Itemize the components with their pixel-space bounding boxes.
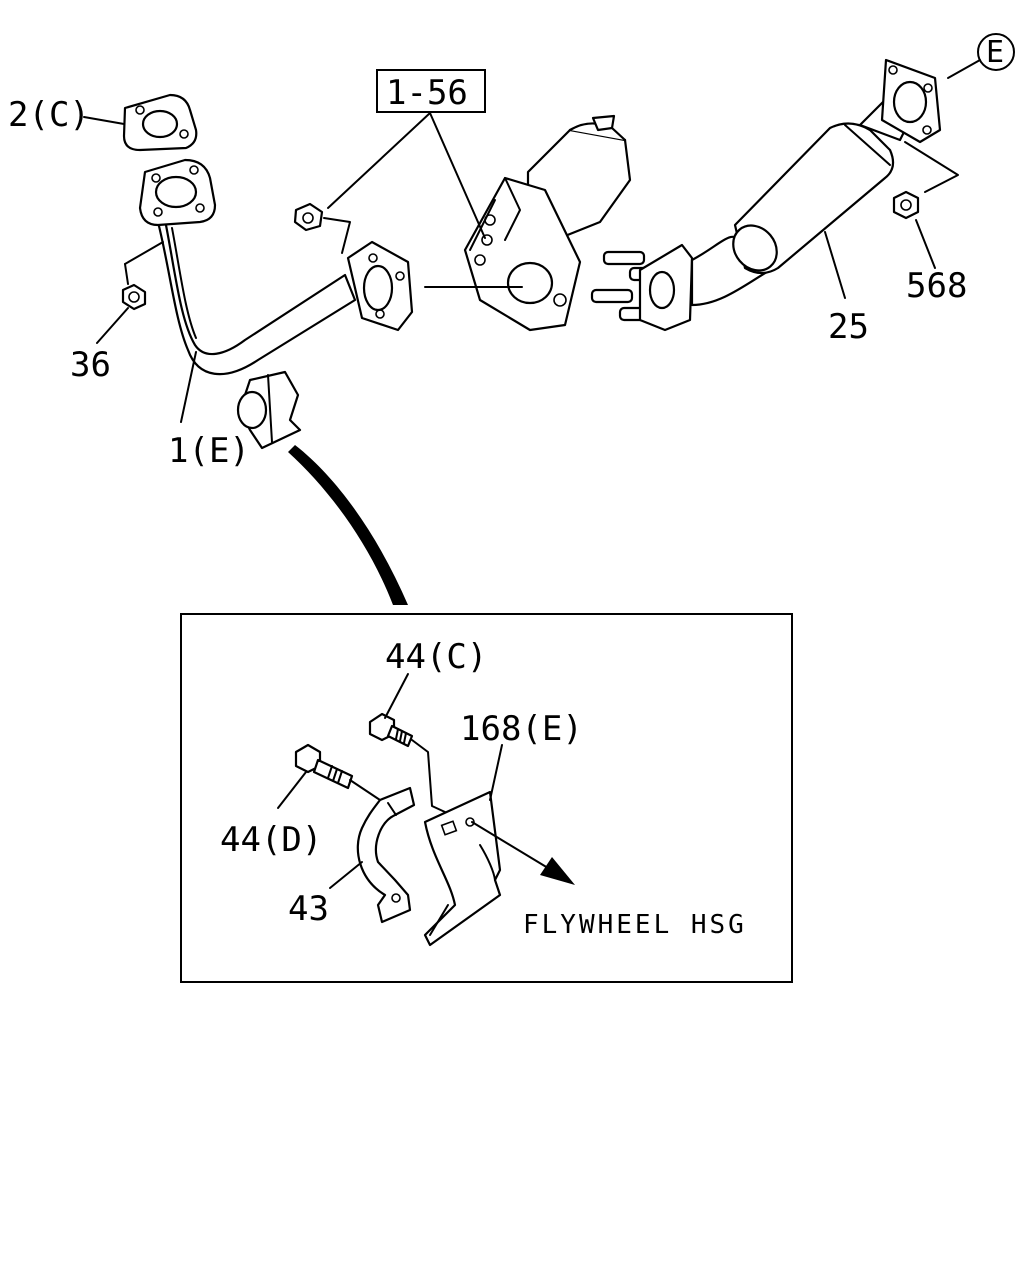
detail-box: 44(C) 168(E) 44(D) 43 FLYWHEEL HSG <box>180 613 793 983</box>
bolt-lower <box>294 743 354 790</box>
label-rear-pipe: 25 <box>828 307 869 347</box>
label-bolt-lower: 44(D) <box>220 820 322 860</box>
label-bracket: 168(E) <box>460 709 583 749</box>
label-front-pipe: 1(E) <box>168 431 250 471</box>
label-converter-group: 1-56 <box>386 73 468 113</box>
nut-rear <box>892 141 959 220</box>
label-clamp: 43 <box>288 889 329 929</box>
leader-lines-upper <box>83 59 981 423</box>
bracket <box>423 790 502 947</box>
label-bolt-upper: 44(C) <box>385 637 487 677</box>
flange-nut <box>293 202 351 254</box>
flywheel-direction-arrow <box>471 821 575 885</box>
note-flywheel-housing: FLYWHEEL HSG <box>523 910 747 940</box>
label-gasket: 2(C) <box>8 95 90 135</box>
front-pipe <box>138 158 414 450</box>
catalytic-converter <box>424 114 632 332</box>
gasket <box>122 93 198 152</box>
label-nut-rear: 568 <box>906 266 967 306</box>
clamp <box>356 786 416 924</box>
rear-pipe <box>638 58 942 332</box>
converter-group-callout <box>327 69 486 239</box>
nut-front <box>121 241 164 311</box>
label-connector-ref: E <box>986 35 1004 70</box>
label-nut-front: 36 <box>70 345 111 385</box>
bolt-upper <box>368 712 414 748</box>
connector-ref-marker <box>977 33 1015 71</box>
detail-arrow <box>288 445 408 605</box>
